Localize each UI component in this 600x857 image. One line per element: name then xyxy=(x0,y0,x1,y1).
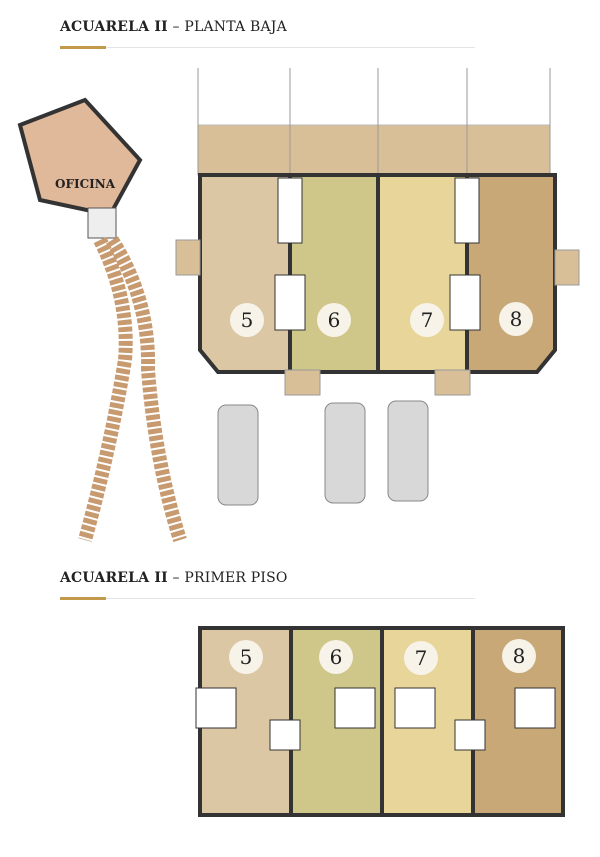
office-label: OFICINA xyxy=(55,177,116,191)
title-separator: – xyxy=(172,570,180,586)
bathroom xyxy=(195,687,237,729)
section-title-primer-piso: ACUARELA II – PRIMER PISO xyxy=(60,570,288,586)
unit-number-6-upper: 6 xyxy=(319,640,353,674)
unit-6-ground[interactable] xyxy=(288,173,380,374)
title-bold: ACUARELA II xyxy=(60,570,168,586)
divider xyxy=(60,598,475,599)
unit-number-6: 6 xyxy=(317,303,351,337)
rear-patio xyxy=(197,124,551,176)
brick-path xyxy=(106,236,187,543)
kitchen xyxy=(277,177,303,244)
accent-bar xyxy=(60,46,106,49)
office-building[interactable] xyxy=(17,97,143,218)
bathroom xyxy=(394,687,436,729)
section-title-planta-baja: ACUARELA II – PLANTA BAJA xyxy=(60,19,287,35)
accent-bar xyxy=(60,597,106,600)
unit-number-7-upper: 7 xyxy=(404,641,438,675)
unit-number-8: 8 xyxy=(499,302,533,336)
bathroom xyxy=(514,687,556,729)
stairs xyxy=(454,719,486,751)
entry-porch xyxy=(284,369,321,396)
brick-path xyxy=(78,236,133,542)
unit-number-5-upper: 5 xyxy=(229,640,263,674)
unit-number-8-upper: 8 xyxy=(502,639,536,673)
side-porch xyxy=(175,239,201,276)
divider xyxy=(60,47,475,48)
unit-7-ground[interactable] xyxy=(376,173,469,374)
car xyxy=(387,400,429,502)
unit-number-5: 5 xyxy=(230,303,264,337)
title-rest: PRIMER PISO xyxy=(184,570,288,586)
unit-5-ground[interactable] xyxy=(198,173,292,374)
side-porch xyxy=(554,249,580,286)
title-separator: – xyxy=(172,19,180,35)
stairs xyxy=(269,719,301,751)
office-entry xyxy=(87,207,117,239)
stairs xyxy=(449,274,481,331)
unit-number-7: 7 xyxy=(410,303,444,337)
unit-8-ground[interactable] xyxy=(465,173,557,374)
kitchen xyxy=(454,177,480,244)
car xyxy=(217,404,259,506)
bathroom xyxy=(334,687,376,729)
car xyxy=(324,402,366,504)
title-rest: PLANTA BAJA xyxy=(184,19,287,35)
stairs xyxy=(274,274,306,331)
title-bold: ACUARELA II xyxy=(60,19,168,35)
entry-porch xyxy=(434,369,471,396)
